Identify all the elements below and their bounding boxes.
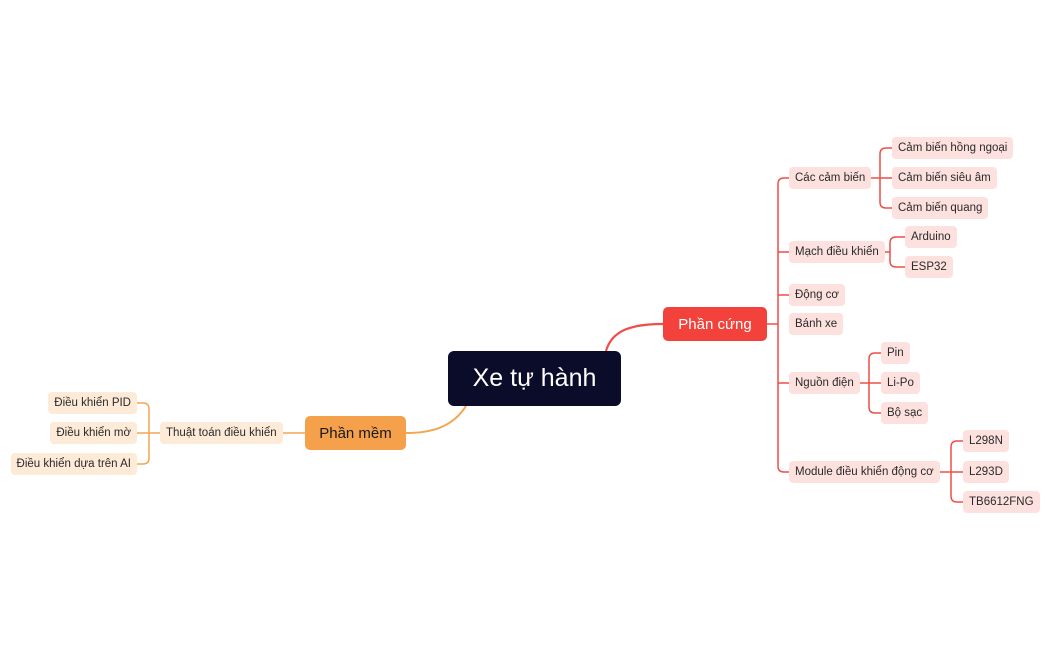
power-node[interactable]: Nguồn điện (789, 372, 860, 394)
algorithm-item-node[interactable]: Điều khiển PID (48, 392, 137, 414)
motor-node[interactable]: Động cơ (789, 284, 845, 306)
controller-node[interactable]: Mạch điều khiển (789, 241, 885, 263)
algorithm-item-node[interactable]: Điều khiển dựa trên AI (10, 453, 137, 475)
wheels-node[interactable]: Bánh xe (789, 313, 844, 335)
driver-item-node[interactable]: TB6612FNG (963, 491, 1040, 513)
driver-item-node[interactable]: L298N (963, 430, 1009, 452)
power-item-node[interactable]: Pin (881, 342, 910, 364)
algorithm-item-node[interactable]: Điều khiển mờ (50, 422, 137, 444)
software-node[interactable]: Phần mềm (305, 416, 406, 450)
hardware-node[interactable]: Phần cứng (663, 307, 767, 341)
sensors-node[interactable]: Các cảm biến (789, 167, 872, 189)
sensor-item-node[interactable]: Cảm biến hồng ngoại (892, 137, 1014, 159)
root-node[interactable]: Xe tự hành (448, 351, 621, 406)
sensor-item-node[interactable]: Cảm biến siêu âm (892, 167, 997, 189)
driver-item-node[interactable]: L293D (963, 461, 1009, 483)
controller-item-node[interactable]: ESP32 (905, 256, 953, 278)
controller-item-node[interactable]: Arduino (905, 226, 957, 248)
power-item-node[interactable]: Bộ sạc (881, 402, 929, 424)
sensor-item-node[interactable]: Cảm biến quang (892, 197, 989, 219)
motor-driver-node[interactable]: Module điều khiển động cơ (789, 461, 940, 483)
power-item-node[interactable]: Li-Po (881, 372, 920, 394)
algorithms-node[interactable]: Thuật toán điều khiển (160, 422, 283, 444)
